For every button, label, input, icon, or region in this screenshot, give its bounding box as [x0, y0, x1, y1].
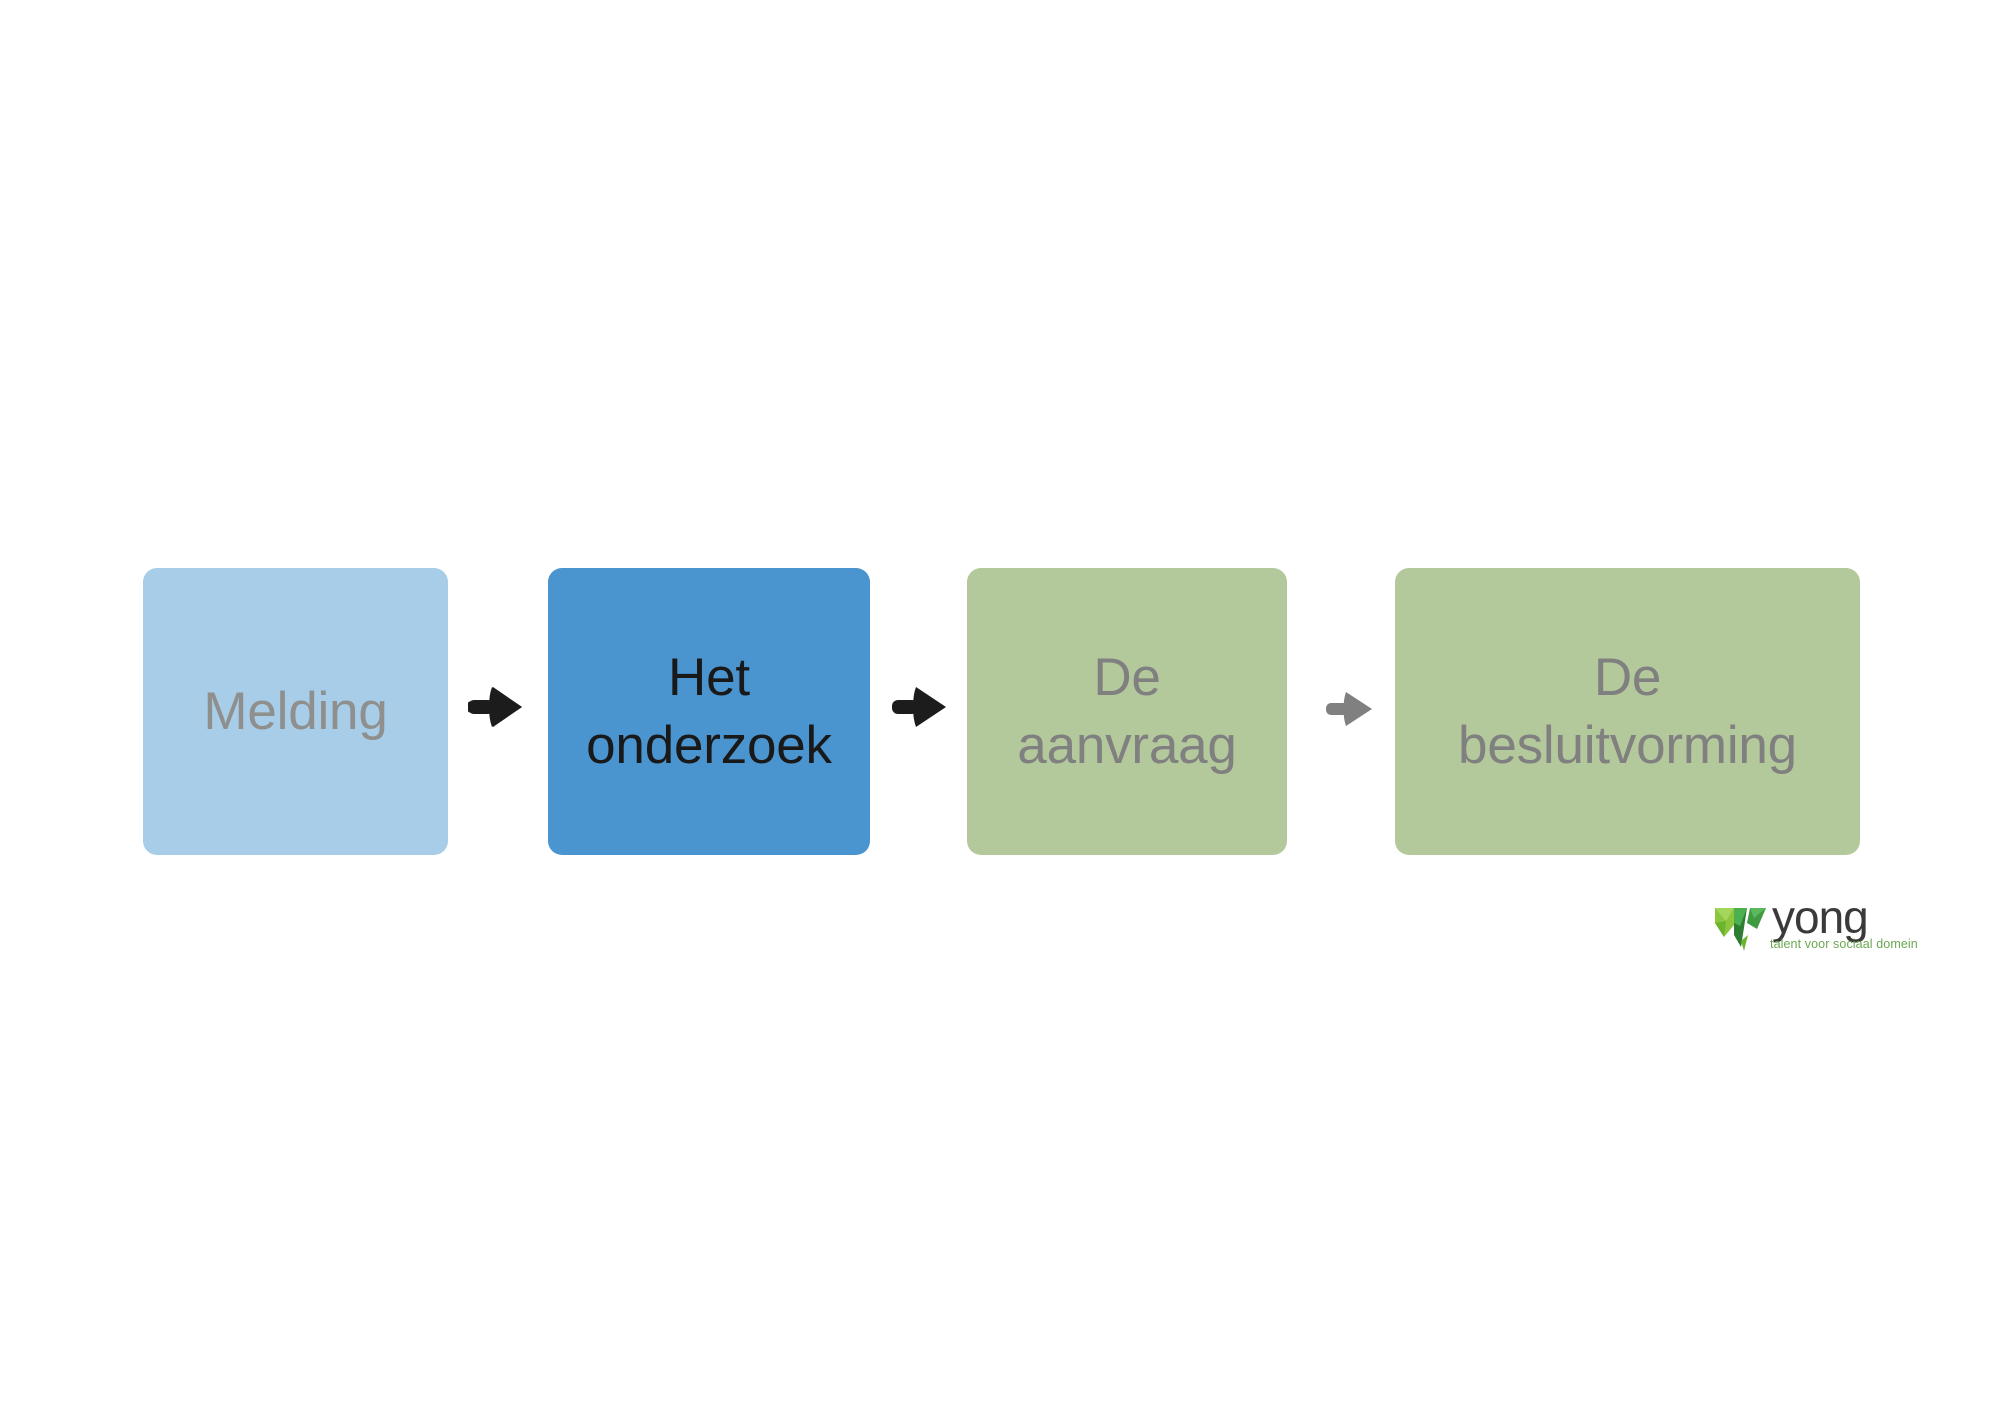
yong-logo: yong talent voor sociaal domein	[1714, 894, 1918, 960]
yong-wordmark: yong	[1772, 891, 1869, 943]
yong-gem-icon	[1714, 901, 1770, 955]
process-step-de-aanvraag-label-line1: De	[1093, 647, 1161, 707]
yong-tagline: talent voor sociaal domein	[1770, 937, 1918, 951]
process-step-melding[interactable]: Melding	[143, 568, 448, 855]
arrow-right-icon-3	[1326, 690, 1374, 728]
process-step-het-onderzoek[interactable]: Het onderzoek	[548, 568, 870, 855]
arrow-right-icon-2	[892, 684, 948, 730]
process-step-het-onderzoek-label-line1: Het	[668, 647, 750, 707]
process-step-het-onderzoek-label-line2: onderzoek	[586, 715, 832, 775]
process-step-de-besluitvorming-label-line2: besluitvorming	[1458, 715, 1797, 775]
process-step-de-besluitvorming-label-line1: De	[1593, 647, 1662, 707]
process-step-de-aanvraag-label-line2: aanvraag	[1017, 715, 1237, 775]
process-step-melding-label: Melding	[203, 681, 388, 741]
arrow-right-icon-1	[468, 684, 524, 730]
process-step-de-besluitvorming[interactable]: De besluitvorming	[1395, 568, 1860, 855]
process-step-de-aanvraag[interactable]: De aanvraag	[967, 568, 1287, 855]
